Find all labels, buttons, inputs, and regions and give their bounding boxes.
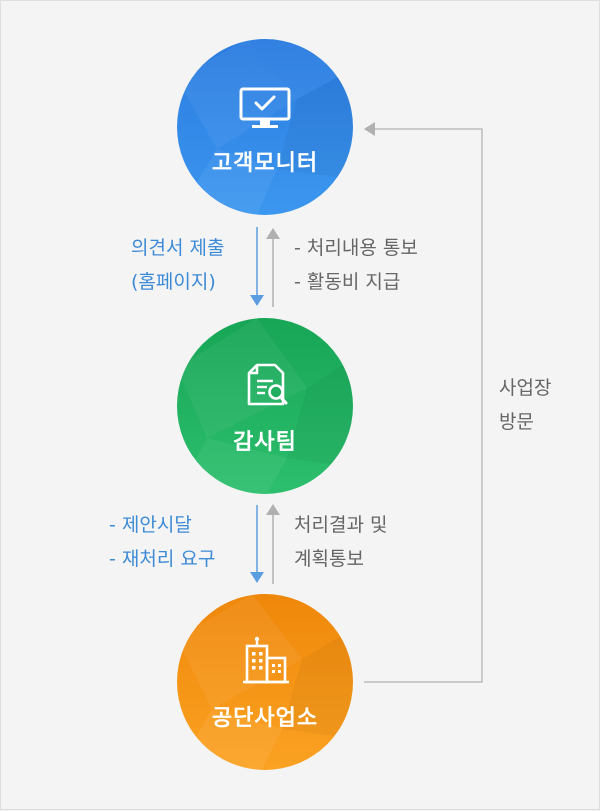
arrowhead-up-icon — [266, 228, 280, 239]
edge-label-line: 의견서 제출 — [131, 237, 225, 259]
edge-label-line: (홈페이지) — [131, 271, 216, 293]
node-agency-office: 공단사업소 — [177, 594, 353, 770]
arrowhead-down-icon — [250, 295, 264, 306]
node-customer-monitor: 고객모니터 — [177, 39, 353, 215]
edge-label-line: - 제안시달 — [109, 514, 192, 536]
arrowhead-up-icon — [266, 504, 280, 515]
edge-label-line: 방문 — [499, 411, 534, 433]
building-icon — [243, 636, 289, 684]
edge-label-line: - 활동비 지급 — [294, 271, 401, 293]
arrowhead-left-icon — [364, 122, 375, 136]
edge-label-line: - 처리내용 통보 — [294, 237, 418, 259]
node-background — [177, 594, 353, 770]
edge-label-monitor-to-audit: 의견서 제출 (홈페이지) — [131, 231, 224, 299]
node-label: 고객모니터 — [211, 151, 319, 176]
edge-label-audit-to-agency: - 제안시달 - 재처리 요구 — [109, 508, 215, 576]
edge-label-line: 처리결과 및 — [294, 514, 388, 536]
edge-label-line: 계획통보 — [294, 548, 364, 570]
node-audit-team: 감사팀 — [177, 318, 353, 494]
monitor-check-icon — [239, 87, 291, 128]
edge-label-line: 사업장 — [499, 377, 552, 399]
edge-label-agency-to-audit: 처리결과 및 계획통보 — [294, 508, 387, 576]
edge-label-agency-to-monitor: 사업장 방문 — [499, 371, 551, 439]
node-label: 공단사업소 — [211, 706, 319, 731]
document-search-icon — [247, 363, 288, 406]
node-background — [177, 318, 353, 494]
arrowhead-down-icon — [250, 572, 264, 583]
edge-label-line: - 재처리 요구 — [109, 548, 216, 570]
node-background — [177, 39, 353, 215]
arrow-agency-to-monitor — [364, 128, 483, 683]
edge-label-audit-to-monitor: - 처리내용 통보 - 활동비 지급 — [294, 231, 418, 299]
node-label: 감사팀 — [233, 430, 297, 455]
